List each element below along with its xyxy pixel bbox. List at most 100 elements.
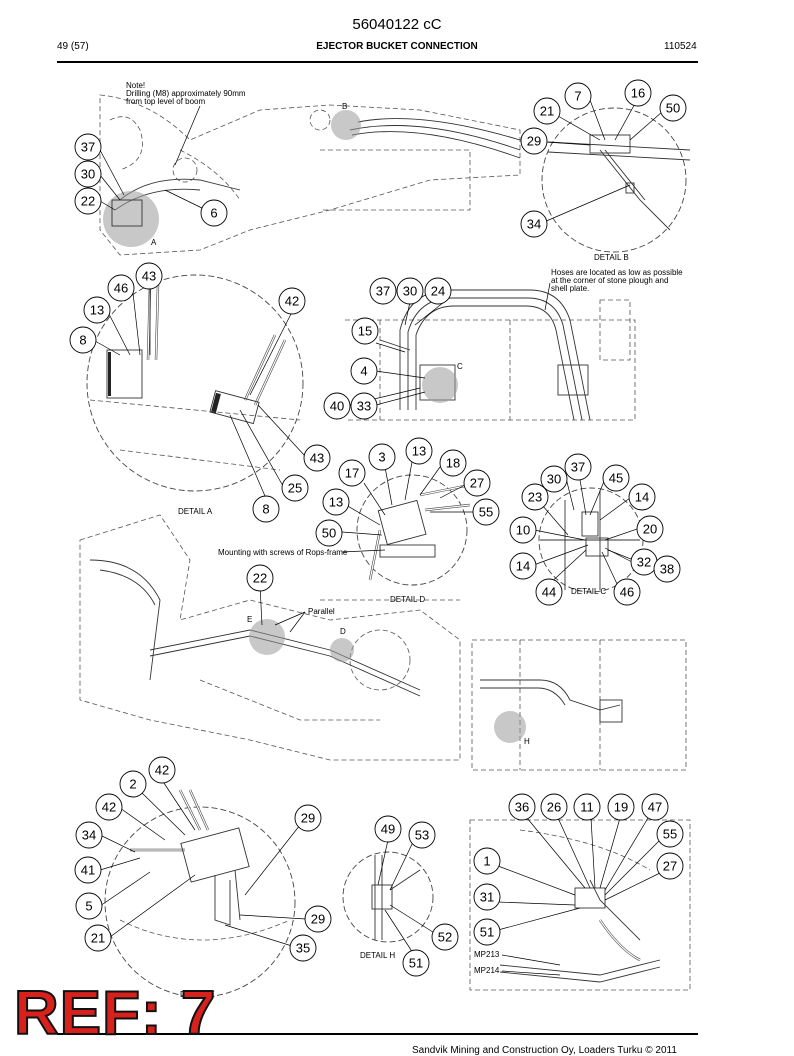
callout-number: 22 — [81, 194, 95, 209]
callout-number: 50 — [322, 526, 336, 541]
boom-overview-top: B A Note! Drilling (M8) approximately 90… — [99, 81, 521, 256]
document-number: 56040122 cC — [352, 16, 442, 33]
callout-bubble: 33 — [350, 392, 378, 420]
drilling-note-line1: Note! — [126, 81, 145, 90]
callout-number: 14 — [635, 490, 649, 505]
callout-bubble: 2 — [119, 770, 147, 798]
callout-bubble: 5 — [75, 892, 103, 920]
callout-bubble: 49 — [374, 815, 402, 843]
callout-number: 5 — [85, 899, 92, 914]
callout-bubble: 27 — [463, 469, 491, 497]
callout-number: 34 — [82, 828, 96, 843]
detail-d-label: DETAIL D — [390, 595, 425, 604]
callout-number: 37 — [81, 140, 95, 155]
marker-b: B — [342, 102, 347, 111]
callout-bubble: 29 — [520, 127, 548, 155]
header-rule — [57, 61, 698, 63]
callout-bubble: 37 — [564, 453, 592, 481]
callout-bubble: 7 — [564, 82, 592, 110]
callout-number: 29 — [301, 811, 315, 826]
callout-number: 44 — [542, 585, 556, 600]
callout-bubble: 43 — [303, 444, 331, 472]
callout-bubble: 18 — [439, 449, 467, 477]
callout-bubble: 15 — [351, 317, 379, 345]
mp213-label: MP213 — [474, 950, 500, 959]
hoses-note-line2: at the corner of stone plough and — [551, 276, 668, 285]
footer-rule — [57, 1033, 698, 1035]
parallel-note: Parallel — [308, 607, 335, 616]
callout-number: 2 — [129, 777, 136, 792]
callout-bubble: 19 — [607, 793, 635, 821]
callout-bubble: 38 — [653, 555, 681, 583]
callouts: 37 30 22 6 7 16 21 50 29 34 43 46 13 8 4… — [69, 79, 687, 977]
callout-bubble: 8 — [69, 326, 97, 354]
detail-c-label: DETAIL C — [571, 587, 606, 596]
callout-bubble: 41 — [74, 856, 102, 884]
callout-number: 30 — [547, 472, 561, 487]
callout-number: 13 — [90, 303, 104, 318]
callout-number: 19 — [614, 800, 628, 815]
callout-bubble: 24 — [424, 277, 452, 305]
callout-bubble: 32 — [630, 548, 658, 576]
callout-number: 33 — [357, 399, 371, 414]
callout-number: 30 — [81, 167, 95, 182]
callout-bubble: 37 — [369, 277, 397, 305]
callout-number: 41 — [81, 863, 95, 878]
callout-bubble: 26 — [540, 793, 568, 821]
callout-bubble: 4 — [350, 357, 378, 385]
callout-number: 38 — [660, 562, 674, 577]
drilling-note-line3: from top level of boom — [126, 97, 205, 106]
callout-number: 26 — [547, 800, 561, 815]
callout-bubble: 43 — [135, 262, 163, 290]
callout-number: 51 — [409, 956, 423, 971]
callout-bubble: 51 — [473, 918, 501, 946]
callout-bubble: 40 — [323, 392, 351, 420]
callout-number: 10 — [516, 523, 530, 538]
callout-number: 55 — [663, 827, 677, 842]
callout-number: 34 — [527, 217, 541, 232]
callout-bubble: 45 — [602, 464, 630, 492]
callout-number: 17 — [345, 466, 359, 481]
callout-bubble: 42 — [95, 793, 123, 821]
callout-bubble: 22 — [74, 187, 102, 215]
detail-h-view: DETAIL H — [342, 851, 434, 960]
callout-number: 29 — [527, 134, 541, 149]
reference-stamp: REF: 7 — [13, 979, 217, 1048]
document-date: 110524 — [664, 41, 697, 52]
copyright-text: Sandvik Mining and Construction Oy, Load… — [412, 1045, 677, 1056]
callout-number: 6 — [210, 206, 217, 221]
callout-bubble: 31 — [473, 883, 501, 911]
callout-number: 21 — [91, 931, 105, 946]
detail-e-label: DETAIL E — [180, 990, 215, 999]
callout-bubble: 8 — [252, 495, 280, 523]
marker-a: A — [151, 238, 157, 247]
callout-number: 30 — [403, 284, 417, 299]
marker-d: D — [340, 627, 346, 636]
callout-number: 50 — [666, 101, 680, 116]
callout-bubble: 50 — [659, 94, 687, 122]
callout-number: 42 — [285, 294, 299, 309]
callout-number: 8 — [79, 333, 86, 348]
callout-bubble: 25 — [281, 474, 309, 502]
callout-number: 55 — [479, 505, 493, 520]
callout-bubble: 14 — [509, 552, 537, 580]
callout-number: 13 — [412, 444, 426, 459]
page-number: 49 (57) — [57, 41, 89, 52]
callout-number: 49 — [381, 822, 395, 837]
callout-number: 8 — [262, 502, 269, 517]
callout-leaders — [94, 99, 663, 954]
callout-number: 3 — [378, 450, 385, 465]
callout-bubble: 29 — [294, 804, 322, 832]
marker-h: H — [524, 737, 530, 746]
callout-number: 43 — [142, 269, 156, 284]
callout-number: 53 — [415, 828, 429, 843]
callout-bubble: 13 — [322, 488, 350, 516]
callout-bubble: 34 — [75, 821, 103, 849]
detail-a-label: DETAIL A — [178, 507, 213, 516]
callout-bubble: 30 — [396, 277, 424, 305]
callout-number: 13 — [329, 495, 343, 510]
detail-h-label: DETAIL H — [360, 951, 395, 960]
callout-number: 42 — [102, 800, 116, 815]
callout-bubble: 13 — [405, 437, 433, 465]
